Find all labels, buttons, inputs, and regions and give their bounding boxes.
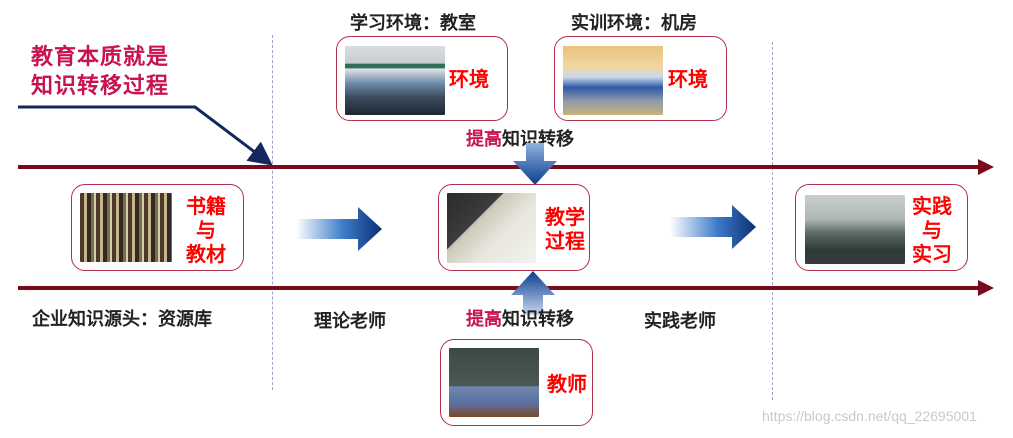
watermark: https://blog.csdn.net/qq_22695001 [762,408,977,424]
books-card-label: 书籍 与 教材 [186,194,226,266]
boost-top-rest: 知识转移 [502,129,574,150]
practice-card-label: 实践 与 实习 [912,194,952,266]
computer-lab-photo [563,46,663,115]
divider-2 [772,42,773,400]
office-photo [805,195,905,264]
practice-card: 实践 与 实习 [795,184,968,271]
boost-bottom-highlight: 提高 [466,309,502,330]
classroom-photo [345,46,445,115]
timeline-bottom-arrowhead [978,280,994,296]
page-title: 教育本质就是 知识转移过程 [31,45,170,99]
timeline-top-arrowhead [978,159,994,175]
down-arrow-icon [513,143,557,185]
lab-card: 环境 [554,36,727,121]
source-label: 企业知识源头：资源库 [32,309,212,330]
theory-teacher-label: 理论老师 [314,311,386,332]
teacher-photo [449,348,539,417]
timeline-top [18,165,980,169]
teacher-card: 教师 [440,339,593,426]
boost-bottom-text: 提高知识转移 [466,305,574,331]
lab-heading: 实训环境：机房 [571,13,697,34]
right-arrow-icon-1 [296,207,382,251]
lab-card-label: 环境 [668,67,708,91]
teaching-card-label: 教学 过程 [545,205,585,253]
classroom-card: 环境 [336,36,508,121]
teaching-card: 教学 过程 [438,184,590,271]
student-computer-photo [447,193,536,263]
classroom-card-label: 环境 [449,67,489,91]
boost-top-text: 提高知识转移 [466,125,574,151]
timeline-bottom [18,286,980,290]
right-arrow-icon-2 [670,205,756,249]
teacher-card-label: 教师 [547,372,587,396]
books-card: 书籍 与 教材 [71,184,244,271]
pointer-arrow [18,105,273,166]
boost-top-highlight: 提高 [466,129,502,150]
up-arrow-icon [511,271,555,315]
divider-1 [272,35,273,390]
classroom-heading: 学习环境：教室 [350,13,476,34]
boost-bottom-rest: 知识转移 [502,309,574,330]
bookshelf-photo [80,193,172,262]
practice-teacher-label: 实践老师 [644,311,716,332]
